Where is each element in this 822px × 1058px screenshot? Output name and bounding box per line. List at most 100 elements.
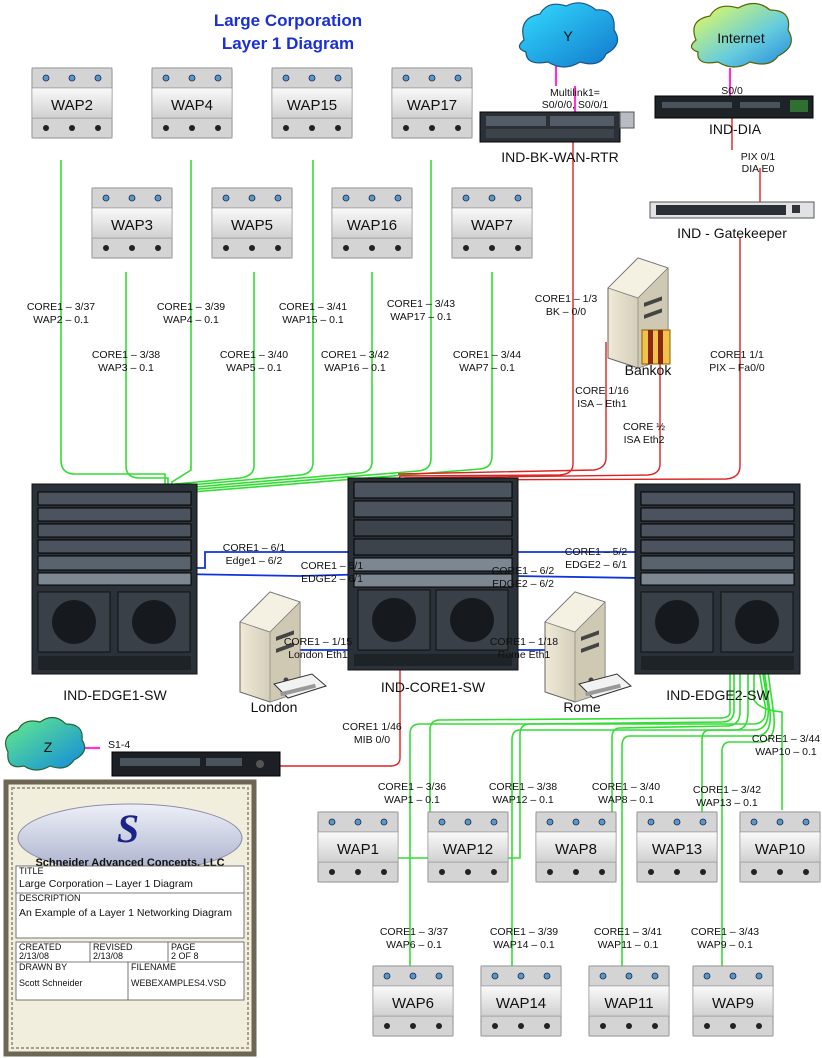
wap13-link-label-1: CORE1 – 3/42 bbox=[693, 784, 761, 796]
green-cables-top bbox=[60, 160, 493, 521]
wap3-link-label-2: WAP3 – 0.1 bbox=[98, 362, 154, 374]
pix-link-label-2: PIX – Fa0/0 bbox=[709, 362, 765, 374]
isa1-link-label-1: CORE 1/16 bbox=[575, 385, 629, 397]
dia-router-label: IND-DIA bbox=[709, 121, 762, 137]
edge2-switch bbox=[634, 483, 801, 675]
wap9-link-label-1: CORE1 – 3/43 bbox=[691, 926, 759, 938]
cloud-y-label: Y bbox=[563, 28, 573, 44]
wap16-link-label-2: WAP16 – 0.1 bbox=[324, 362, 386, 374]
london-server bbox=[239, 591, 328, 703]
wap6-label: WAP6 bbox=[392, 995, 434, 1012]
multilink-label-1: Multilink1= bbox=[550, 87, 600, 99]
wap11-label: WAP11 bbox=[604, 995, 653, 1012]
edge1-switch-label: IND-EDGE1-SW bbox=[63, 687, 167, 703]
edge2a-link-label-2: EDGE2 – 6/1 bbox=[565, 559, 627, 571]
mib-link-label-1: CORE1 1/46 bbox=[342, 721, 402, 733]
edge1a-link-label-2: Edge1 – 6/2 bbox=[226, 555, 283, 567]
wap11: WAP11 bbox=[588, 965, 670, 1037]
tb-created-value: 2/13/08 bbox=[19, 951, 49, 961]
wap7-link-label-2: WAP7 – 0.1 bbox=[459, 362, 515, 374]
wap13-label: WAP13 bbox=[652, 841, 702, 858]
wap17-link-label-2: WAP17 – 0.1 bbox=[390, 311, 452, 323]
edge2a-link-label-1: CORE1 – 5/2 bbox=[565, 546, 628, 558]
wap1-link-label-1: CORE1 – 3/36 bbox=[378, 781, 446, 793]
mib-router bbox=[111, 751, 281, 777]
wap4: WAP4 bbox=[151, 67, 233, 139]
diae0-label: DIA E0 bbox=[742, 163, 775, 175]
gatekeeper-label: IND - Gatekeeper bbox=[677, 225, 787, 241]
wap15-link-label-2: WAP15 – 0.1 bbox=[282, 314, 344, 326]
cloud-z: Z bbox=[5, 716, 86, 771]
wap5: WAP5 bbox=[211, 187, 293, 259]
wap1-link-label-2: WAP1 – 0.1 bbox=[384, 794, 440, 806]
logo-letter: S bbox=[117, 806, 139, 851]
tb-desc-value: An Example of a Layer 1 Networking Diagr… bbox=[19, 907, 232, 919]
core1-switch-label: IND-CORE1-SW bbox=[381, 679, 486, 695]
bk-wan-router-label: IND-BK-WAN-RTR bbox=[501, 149, 618, 165]
wap16-link-label-1: CORE1 – 3/42 bbox=[321, 349, 389, 361]
edge1a-link-label-1: CORE1 – 6/1 bbox=[223, 542, 286, 554]
edge2-switch-label: IND-EDGE2-SW bbox=[666, 687, 770, 703]
wap1: WAP1 bbox=[317, 811, 399, 883]
bk-link-label-2: BK – 0/0 bbox=[546, 306, 586, 318]
pix01-label: PIX 0/1 bbox=[741, 151, 776, 163]
gatekeeper: IND - Gatekeeper bbox=[649, 201, 815, 241]
wap13-link-label-2: WAP13 – 0.1 bbox=[696, 797, 758, 809]
edge1b-link-label-2: EDGE2 – 6/1 bbox=[301, 573, 363, 585]
multilink-label-2: S0/0/0, S0/0/1 bbox=[542, 99, 609, 111]
wap7-link-label-1: CORE1 – 3/44 bbox=[453, 349, 521, 361]
wap10: WAP10 bbox=[739, 811, 821, 883]
wap15-label: WAP15 bbox=[287, 97, 337, 114]
wap7-label: WAP7 bbox=[471, 217, 513, 234]
wap10-link-label-1: CORE1 – 3/44 bbox=[752, 733, 820, 745]
wap7: WAP7 bbox=[451, 187, 533, 259]
wap12-label: WAP12 bbox=[443, 841, 493, 858]
tb-revised-label: REVISED bbox=[93, 942, 133, 952]
wap2-label: WAP2 bbox=[51, 97, 93, 114]
tb-revised-value: 2/13/08 bbox=[93, 951, 123, 961]
london-label: London bbox=[251, 699, 298, 715]
wap15-link-label-1: CORE1 – 3/41 bbox=[279, 301, 347, 313]
cloud-internet: Internet bbox=[690, 2, 792, 68]
wap10-label: WAP10 bbox=[755, 841, 805, 858]
dia-s00-label: S0/0 bbox=[721, 85, 743, 97]
wap3-link-label-1: CORE1 – 3/38 bbox=[92, 349, 160, 361]
wap8-link-label-2: WAP8 – 0.1 bbox=[598, 794, 654, 806]
wap14-link-label-1: CORE1 – 3/39 bbox=[490, 926, 558, 938]
wap8: WAP8 bbox=[535, 811, 617, 883]
wap13: WAP13 bbox=[636, 811, 718, 883]
pix-link-label-1: CORE1 1/1 bbox=[710, 349, 764, 361]
s14-label: S1-4 bbox=[108, 739, 130, 751]
wap8-label: WAP8 bbox=[555, 841, 597, 858]
wap12: WAP12 bbox=[427, 811, 509, 883]
rome-link-label-1: CORE1 – 1/18 bbox=[490, 636, 558, 648]
wap4-label: WAP4 bbox=[171, 97, 213, 114]
wap3-label: WAP3 bbox=[111, 217, 153, 234]
wap6: WAP6 bbox=[372, 965, 454, 1037]
dia-router: IND-DIA bbox=[654, 95, 814, 137]
wap12-link-label-1: CORE1 – 3/38 bbox=[489, 781, 557, 793]
london-link-label-2: London Eth1 bbox=[288, 649, 348, 661]
tb-title-label: TITLE bbox=[19, 866, 44, 876]
wap2-link-label-1: CORE1 – 3/37 bbox=[27, 301, 95, 313]
london-link-label-1: CORE1 – 1/15 bbox=[284, 636, 352, 648]
wap9-label: WAP9 bbox=[712, 995, 754, 1012]
edge2b-link-label-2: EDGE2 – 6/2 bbox=[492, 578, 554, 590]
tb-file-label: FILENAME bbox=[131, 962, 176, 972]
tb-title-value: Large Corporation – Layer 1 Diagram bbox=[19, 878, 193, 890]
wap17-label: WAP17 bbox=[407, 97, 457, 114]
bk-wan-router: IND-BK-WAN-RTR bbox=[479, 111, 635, 165]
wap14: WAP14 bbox=[480, 965, 562, 1037]
wap11-link-label-2: WAP11 – 0.1 bbox=[598, 939, 659, 951]
wap9-link-label-2: WAP9 – 0.1 bbox=[697, 939, 753, 951]
wap12-link-label-2: WAP12 – 0.1 bbox=[492, 794, 554, 806]
wap14-link-label-2: WAP14 – 0.1 bbox=[493, 939, 555, 951]
wap5-link-label-2: WAP5 – 0.1 bbox=[226, 362, 282, 374]
rome-label: Rome bbox=[563, 699, 601, 715]
isa1-link-label-2: ISA – Eth1 bbox=[577, 398, 627, 410]
tb-desc-label: DESCRIPTION bbox=[19, 893, 81, 903]
wap14-label: WAP14 bbox=[496, 995, 546, 1012]
wap3: WAP3 bbox=[91, 187, 173, 259]
wap17-link-label-1: CORE1 – 3/43 bbox=[387, 298, 455, 310]
